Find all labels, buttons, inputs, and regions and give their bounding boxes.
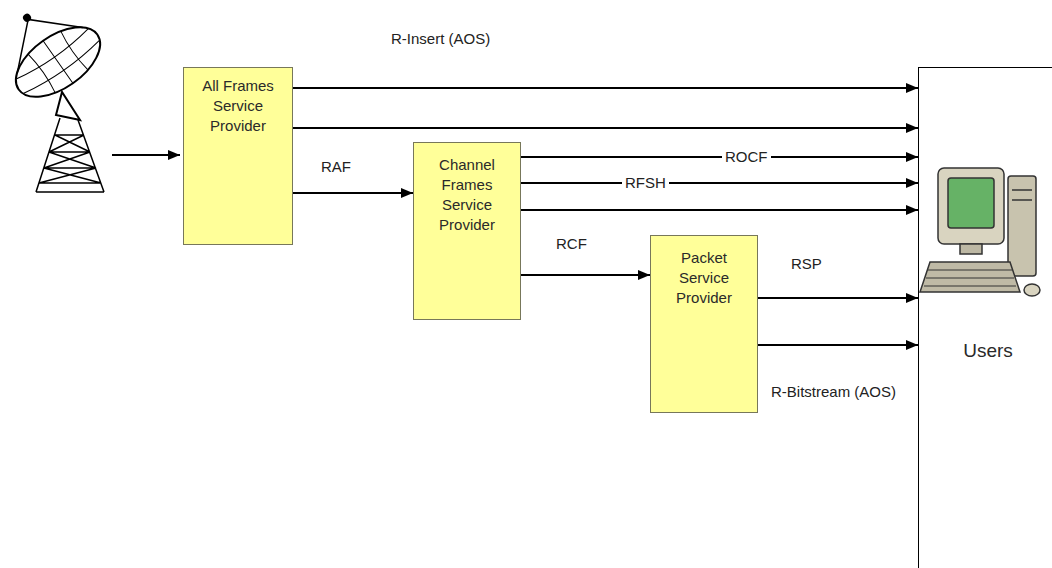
- service-label: RAF: [318, 158, 354, 176]
- lattice-tower: [36, 118, 104, 192]
- monitor-screen: [948, 178, 994, 228]
- node-label: Packet Service Provider: [655, 248, 753, 308]
- flow-arrow: [521, 156, 918, 158]
- monitor-stand: [960, 244, 982, 254]
- flow-arrow: [758, 297, 918, 299]
- service-label: RCF: [553, 235, 590, 253]
- service-label: RFSH: [622, 174, 669, 192]
- service-provider-box: Channel Frames Service Provider: [413, 142, 521, 320]
- node-label: All Frames Service Provider: [188, 76, 288, 136]
- drive-slot: [1012, 199, 1032, 201]
- flow-arrow: [293, 127, 918, 129]
- downlink-arrow: [112, 154, 180, 156]
- service-label: RSP: [788, 255, 825, 273]
- node-label: Channel Frames Service Provider: [418, 155, 516, 235]
- feed-horn: [23, 14, 31, 22]
- satellite-dish: [0, 0, 112, 192]
- feed-struts: [0, 0, 83, 73]
- flow-arrow: [521, 182, 918, 184]
- flow-arrow: [521, 274, 650, 276]
- flow-arrow: [521, 209, 918, 211]
- service-provider-box: Packet Service Provider: [650, 235, 758, 413]
- pc-tower: [1008, 176, 1036, 276]
- users-box: Users: [918, 67, 1052, 568]
- drive-slot: [1012, 189, 1032, 191]
- flow-arrow: [758, 344, 918, 346]
- flow-arrow: [293, 87, 918, 89]
- dish-mount: [56, 92, 80, 120]
- key-rows: [924, 270, 1016, 286]
- node-label: Users: [923, 338, 1052, 363]
- monitor-body: [938, 168, 1004, 244]
- dish-ribs: [5, 14, 110, 109]
- mouse: [1024, 284, 1040, 296]
- computer-icon: [920, 168, 1040, 296]
- service-label: ROCF: [722, 148, 771, 166]
- service-label: R-Bitstream (AOS): [768, 383, 899, 401]
- keyboard: [920, 262, 1020, 292]
- service-provider-box: All Frames Service Provider: [183, 67, 293, 245]
- flow-arrow: [293, 192, 413, 194]
- service-label: R-Insert (AOS): [388, 30, 493, 48]
